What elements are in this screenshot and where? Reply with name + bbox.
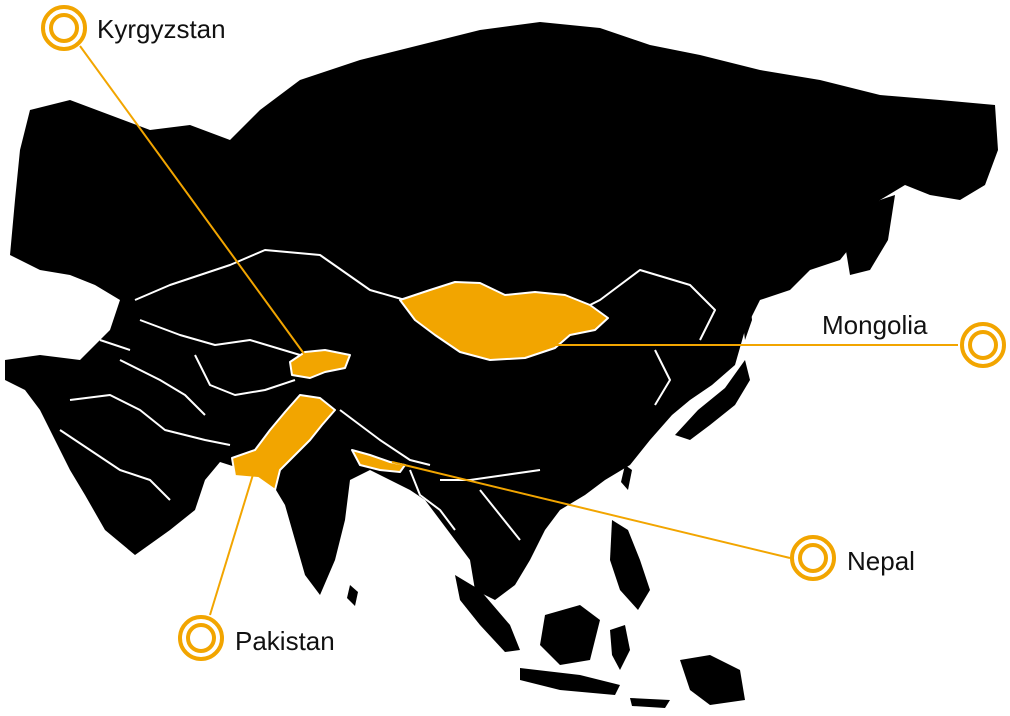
sumatra (455, 575, 520, 652)
ring-icon (960, 322, 1006, 368)
kamchatka (845, 195, 895, 275)
sri-lanka (347, 585, 358, 606)
java (520, 668, 620, 695)
ring-icon (41, 5, 87, 51)
landmass (5, 22, 998, 708)
borneo (540, 605, 600, 665)
labels: Kyrgyzstan Mongolia Pakistan Nepal (97, 14, 928, 656)
philippines (610, 520, 650, 610)
taiwan (621, 465, 632, 490)
country-borders (59, 249, 716, 541)
country-kyrgyzstan (289, 349, 351, 379)
leader-kyrgyzstan (79, 45, 311, 363)
leader-lines (79, 45, 958, 616)
timor (630, 698, 670, 708)
leader-nepal (391, 461, 791, 559)
label-pakistan: Pakistan (235, 626, 335, 656)
leader-pakistan (209, 467, 256, 616)
ring-icon (178, 615, 224, 661)
sulawesi (610, 625, 630, 670)
ring-icon (790, 535, 836, 581)
label-mongolia: Mongolia (822, 310, 928, 340)
country-mongolia (399, 281, 609, 361)
japan-main (675, 360, 750, 440)
label-nepal: Nepal (847, 546, 915, 576)
new-guinea (680, 655, 745, 705)
label-kyrgyzstan: Kyrgyzstan (97, 14, 226, 44)
highlighted-countries (231, 281, 609, 491)
country-nepal (351, 449, 406, 473)
country-pakistan (231, 394, 336, 491)
markers (41, 5, 1006, 661)
japan (735, 270, 752, 340)
